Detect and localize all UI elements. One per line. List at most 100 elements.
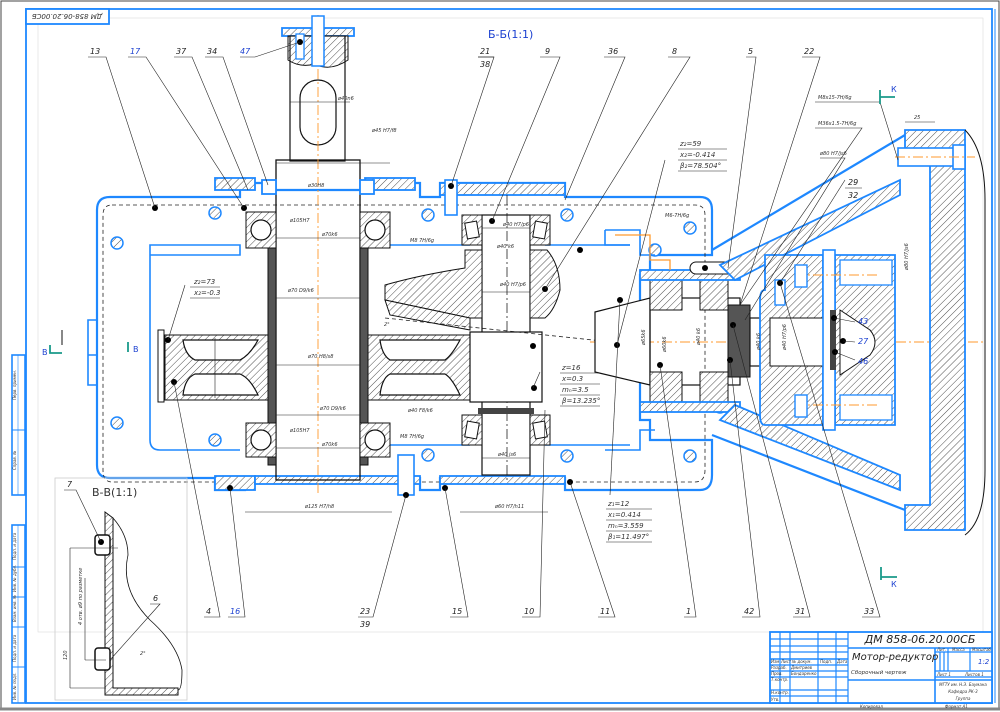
- rotated-stamp: ДМ 858-06.20.00СБ: [25, 8, 110, 25]
- svg-text:ø60 H7/h11: ø60 H7/h11: [494, 504, 524, 510]
- title-block: ДМ 858-06.20.00СБ Мотор-редуктор Сборочн…: [769, 631, 993, 709]
- svg-text:ø40 H7/p6: ø40 H7/p6: [502, 222, 529, 228]
- callout-5: 5: [748, 47, 753, 56]
- reducer-housing: [87, 181, 714, 492]
- callout-42: 42: [744, 607, 754, 616]
- callout-17: 17: [130, 47, 141, 56]
- svg-text:ø80 H7/js6: ø80 H7/js6: [819, 151, 847, 157]
- svg-text:Подп.: Подп.: [820, 659, 832, 664]
- svg-text:Дата: Дата: [836, 659, 848, 664]
- strip-label-7: Инв. № подл.: [12, 672, 17, 700]
- svg-text:x₂=-0.3: x₂=-0.3: [193, 289, 220, 297]
- coupling: [759, 249, 896, 431]
- svg-text:ø70 D9/k6: ø70 D9/k6: [319, 406, 346, 412]
- svg-text:ø65k6: ø65k6: [641, 330, 647, 347]
- svg-text:ø40 k6: ø40 k6: [756, 333, 762, 351]
- rotated-stamp-text: ДМ 858-06.20.00СБ: [32, 12, 104, 20]
- svg-text:ø70 H8/s8: ø70 H8/s8: [307, 354, 333, 360]
- svg-text:z₂=73: z₂=73: [193, 278, 215, 286]
- left-side-strip: Перв. примен. Справ. № Подп. и дата Инв.…: [11, 354, 26, 704]
- callout-13: 13: [90, 47, 100, 56]
- strip-label-4: Инв. № дубл.: [12, 565, 17, 592]
- svg-text:β₂=78.504°: β₂=78.504°: [680, 162, 721, 170]
- svg-text:ø40 H7/p6: ø40 H7/p6: [782, 324, 788, 351]
- svg-text:Пров.: Пров.: [771, 671, 783, 676]
- callout-11: 11: [600, 607, 610, 616]
- svg-text:ø30H8: ø30H8: [307, 183, 324, 189]
- plugs: [152, 179, 736, 498]
- svg-text:ø105H7: ø105H7: [289, 218, 310, 224]
- section-mark-b-right: В: [127, 342, 139, 354]
- svg-text:M8x15-7H/6g: M8x15-7H/6g: [818, 95, 852, 101]
- svg-text:ø40 js6: ø40 js6: [497, 452, 516, 458]
- output-shaft: [267, 15, 369, 495]
- callout-29: 29: [848, 178, 858, 187]
- large-gear-wheel: [157, 329, 471, 403]
- svg-text:Листов 1: Листов 1: [964, 672, 984, 677]
- svg-text:z=16: z=16: [561, 364, 581, 372]
- callout-8: 8: [672, 47, 677, 56]
- svg-text:Изм: Изм: [771, 659, 779, 664]
- strip-label-6: Подп. и дата: [12, 634, 17, 662]
- svg-text:Масштаб: Масштаб: [972, 647, 992, 652]
- cover-left-top: [214, 177, 256, 191]
- callout-15: 15: [452, 607, 462, 616]
- section-title-b: Б-Б(1:1): [488, 28, 533, 41]
- gear-param-table-pinion: z₁=12 x₁=0.414 mₙ=3.559 β₁=11.497°: [606, 500, 652, 543]
- intermediate-shaft: [384, 195, 641, 480]
- callout-22: 22: [804, 47, 814, 56]
- svg-text:Дмитриев: Дмитриев: [790, 665, 813, 670]
- callout-27: 27: [858, 337, 869, 346]
- detail-view-v: В-В(1:1) 7 6 120 4 отв. ø9 по разметке 2…: [54, 477, 188, 701]
- svg-text:Т.контр.: Т.контр.: [771, 677, 788, 682]
- svg-text:2°: 2°: [384, 322, 390, 328]
- svg-text:25: 25: [914, 115, 920, 121]
- detail-view-title: В-В(1:1): [92, 486, 137, 499]
- svg-text:ø45 H7/f8: ø45 H7/f8: [371, 128, 397, 134]
- callout-9: 9: [545, 47, 550, 56]
- strip-label-5: Взам. инв. №: [12, 595, 17, 622]
- svg-text:Разраб.: Разраб.: [771, 665, 787, 670]
- strip-label-2: Справ. №: [12, 451, 17, 470]
- title-name: Мотор-редуктор: [852, 652, 938, 663]
- dimension-labels: ø40n6 ø45 H7/f8 ø30H8 ø105H7 ø70k6 ø70 D…: [245, 95, 920, 513]
- callout-46: 46: [858, 357, 868, 366]
- callout-33: 33: [864, 607, 874, 616]
- svg-text:ø105H7: ø105H7: [289, 428, 310, 434]
- svg-text:M36x1.5-7H/6g: M36x1.5-7H/6g: [818, 121, 856, 127]
- callout-21: 21: [480, 47, 490, 56]
- callout-39: 39: [360, 620, 370, 629]
- svg-text:2°: 2°: [140, 651, 146, 657]
- section-mark-b-left: В: [42, 330, 63, 357]
- callout-6: 6: [153, 594, 158, 603]
- svg-text:β₁=11.497°: β₁=11.497°: [608, 533, 649, 541]
- svg-text:Утв.: Утв.: [771, 697, 779, 702]
- callout-38: 38: [480, 60, 490, 69]
- callout-37: 37: [176, 47, 187, 56]
- housing-bolts: [110, 206, 727, 463]
- svg-text:ø70k6: ø70k6: [321, 232, 338, 238]
- svg-text:Масса: Масса: [952, 647, 965, 652]
- callout-23: 23: [360, 607, 370, 616]
- housing-bottom-wall-right: [439, 475, 566, 485]
- svg-text:ø40 k6: ø40 k6: [696, 328, 702, 346]
- svg-text:mₙ=3.559: mₙ=3.559: [608, 522, 644, 530]
- svg-text:В: В: [42, 348, 48, 357]
- svg-text:Лист 1: Лист 1: [936, 672, 951, 677]
- svg-text:К: К: [891, 85, 897, 94]
- svg-text:Группа: Группа: [956, 696, 971, 701]
- cover-left-bottom: [214, 475, 256, 491]
- svg-text:z₂=59: z₂=59: [679, 140, 702, 148]
- drawing-frame: [25, 8, 993, 704]
- svg-text:M8 7H/6g: M8 7H/6g: [400, 434, 424, 440]
- callout-36: 36: [608, 47, 618, 56]
- svg-text:β=13.235°: β=13.235°: [562, 397, 600, 405]
- callouts-right: 29 32 43 27 46: [845, 178, 869, 366]
- svg-text:x=0.3: x=0.3: [561, 375, 583, 383]
- svg-text:К: К: [891, 580, 897, 589]
- drawing-area-guide: [37, 17, 984, 633]
- section-mark-k-top: К: [879, 85, 897, 104]
- svg-text:Лит.: Лит.: [936, 647, 946, 652]
- svg-text:В: В: [133, 345, 139, 354]
